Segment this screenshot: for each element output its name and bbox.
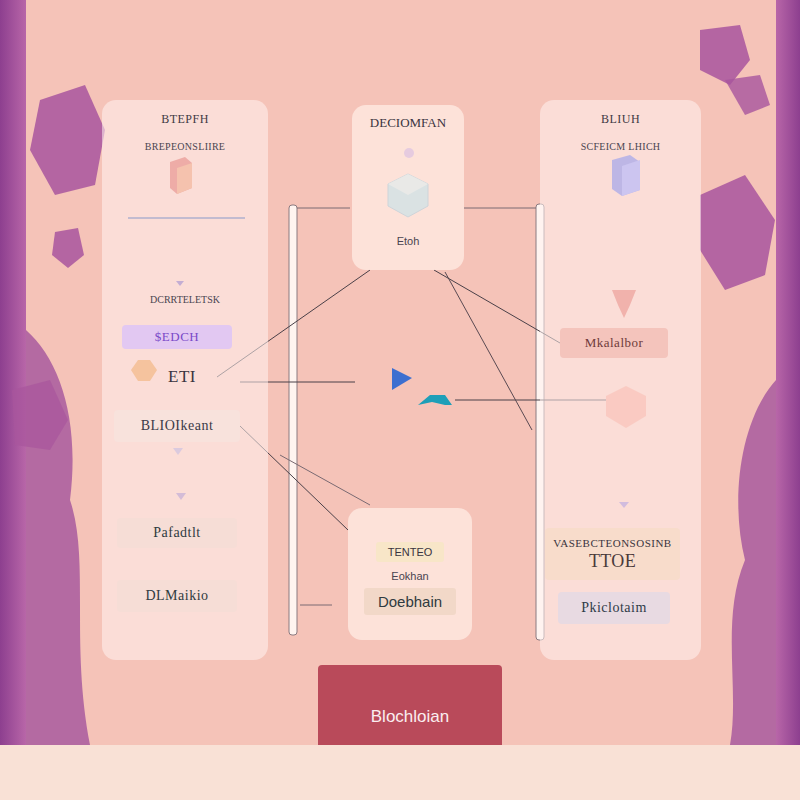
chevron-icon [418,395,452,405]
node-text: DCRRTELETSK [102,294,268,305]
side-panel: BLIUH SCFEICM LHICH MkalalborVASEBCTEONSOS… [540,100,701,660]
leader-line [445,272,532,430]
rail [289,205,297,635]
node-text: BREPEONSLIIRE [102,141,268,152]
leader-line [280,455,370,505]
floating-crystal [30,85,105,195]
process-box: Pkiclotaim [558,592,670,624]
node-title: Mkalalbor [585,335,644,351]
floating-crystal [700,25,750,85]
node-title: Blochloian [371,707,449,727]
chain-card: TENTEO EokhanDoebhain [348,508,472,640]
connector-stub [297,208,350,209]
side-band [0,0,26,745]
node-title: BTEPFH [102,112,268,127]
node-title: ETI [168,367,196,387]
node-title: $EDCH [155,329,199,345]
node-text: Etoh [397,235,420,247]
node-title: DLMaikio [145,588,208,604]
process-box: DLMaikio [117,580,237,612]
token-label: ETI [147,362,217,392]
process-box: VASEBCTEONSOSINB TTOE [545,528,680,580]
node-title: Pafadtlt [153,525,201,541]
node-title: TENTEO [376,542,445,562]
floor-strip [0,745,800,800]
connector-stub [300,605,332,606]
node-title: Pkiclotaim [581,600,647,616]
node-title: BLIOIkeant [141,418,214,434]
connector-stub [464,208,536,209]
process-box: Mkalalbor [560,328,668,358]
footer-tab: Blochloian [318,665,502,745]
rock-shape [730,380,776,745]
hub-card: DECIOMFAN Etoh [352,105,464,270]
side-band [776,0,800,745]
node-title: DECIOMFAN [370,115,446,131]
tag-box: $EDCH [122,325,232,349]
node-text: SCFEICM LHICH [540,141,701,152]
node-text: TTOE [589,551,636,572]
floating-crystal [52,228,84,268]
side-panel: BTEPFH BREPEONSLIIRE DCRRTELETSK $EDCH ETI BL… [102,100,268,660]
node-title: BLIUH [540,112,701,127]
play-arrow [392,368,412,390]
process-box: BLIOIkeant [114,410,240,442]
node-title: VASEBCTEONSOSINB [553,537,671,549]
node-text: Eokhan [391,570,428,582]
floating-crystal [12,380,68,450]
floating-crystal [725,75,770,115]
floating-crystal [700,175,775,290]
process-box: Pafadtlt [117,518,237,548]
node-text: Doebhain [364,588,456,615]
